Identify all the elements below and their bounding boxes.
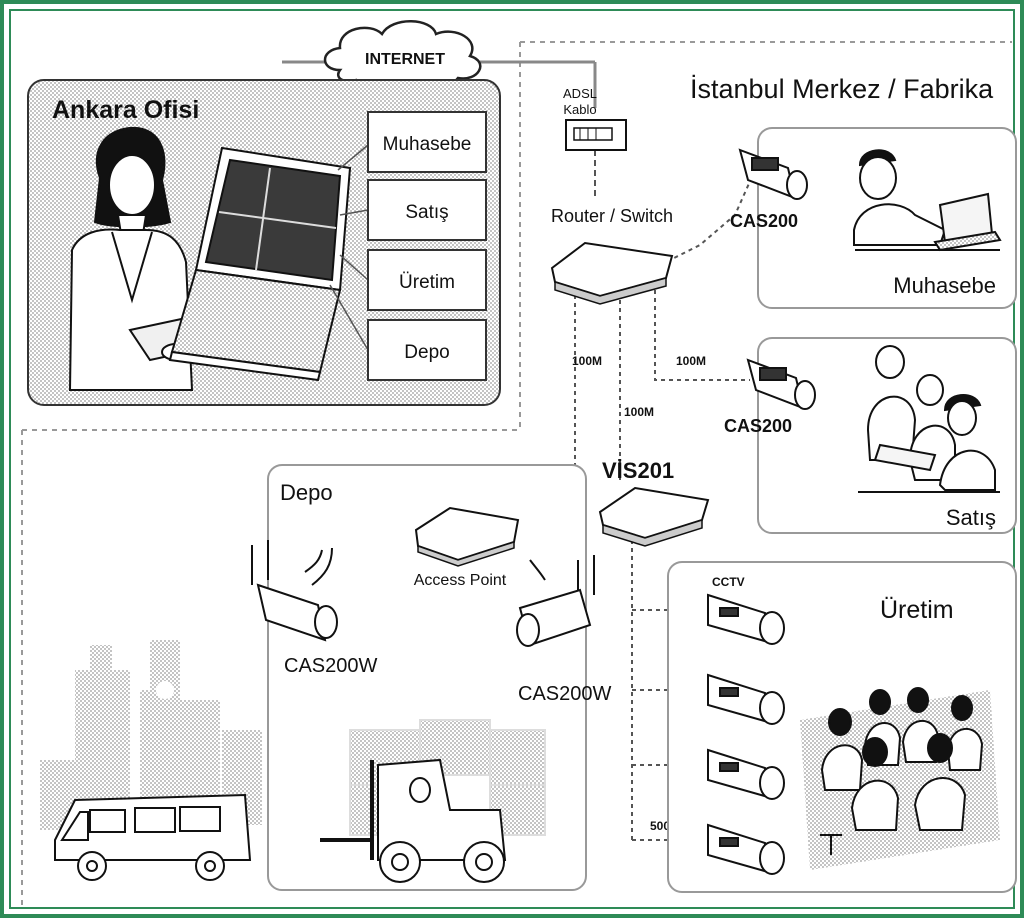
router-switch: Router / Switch — [550, 206, 674, 305]
link-label-2: 100M — [676, 354, 706, 368]
view-button-muhasebe[interactable]: Muhasebe — [367, 111, 487, 173]
router-label: Router / Switch — [551, 206, 673, 226]
cctv-camera-1 — [707, 593, 785, 645]
view-button-satis[interactable]: Satış — [367, 179, 487, 241]
istanbul-title: İstanbul Merkez / Fabrika — [690, 73, 994, 104]
muhasebe-camera-label: CAS200 — [730, 211, 798, 231]
factory-workers — [800, 687, 1000, 870]
access-point-label: Access Point — [414, 572, 507, 589]
muhasebe-camera-icon: CAS200 — [730, 148, 808, 231]
depo-title: Depo — [280, 480, 333, 505]
satis-camera-label: CAS200 — [724, 416, 792, 436]
depo-wireless-camera-1: CAS200W — [251, 540, 377, 677]
adsl-line2: Kablo — [563, 102, 596, 117]
link-label-1: 100M — [572, 354, 602, 368]
laptop-icon — [168, 146, 352, 382]
view-button-satis-label: Satış — [405, 202, 448, 223]
depo-wireless-camera-2: CAS200W — [516, 555, 611, 705]
zone-separators — [21, 41, 1012, 905]
forklift-icon — [320, 758, 507, 883]
muhasebe-room-label: Muhasebe — [893, 273, 996, 298]
cctv-label: CCTV — [712, 575, 745, 589]
ankara-office-title: Ankara Ofisi — [52, 96, 199, 124]
sales-team-figure — [858, 345, 1000, 493]
internet-label: INTERNET — [365, 51, 445, 68]
accountant-figure — [853, 149, 1002, 252]
cctv-camera-4 — [707, 823, 785, 875]
uretim-title: Üretim — [880, 596, 954, 624]
depo-camera-1-label: CAS200W — [284, 655, 377, 677]
adsl-modem: ADSL Kablo — [563, 86, 627, 151]
depo-camera-2-label: CAS200W — [518, 683, 611, 705]
cctv-camera-3 — [707, 748, 785, 800]
link-label-3: 100M — [624, 405, 654, 419]
van-icon — [54, 793, 252, 881]
ankara-view-buttons: Muhasebe Satış Üretim Depo — [329, 111, 487, 381]
access-point-device: Access Point — [414, 506, 520, 589]
cctv-camera-2 — [707, 673, 785, 725]
vis201-switch: VİS201 — [598, 458, 710, 547]
view-button-muhasebe-label: Muhasebe — [383, 134, 472, 155]
satis-room-label: Satış — [946, 505, 996, 530]
satis-camera-icon: CAS200 — [724, 358, 816, 436]
vis201-label: VİS201 — [602, 458, 674, 483]
warehouse-boxes — [349, 719, 546, 836]
adsl-line1: ADSL — [563, 86, 597, 101]
view-button-uretim[interactable]: Üretim — [367, 249, 487, 311]
view-button-depo-label: Depo — [404, 342, 449, 363]
view-button-uretim-label: Üretim — [399, 272, 455, 293]
view-button-depo[interactable]: Depo — [367, 319, 487, 381]
